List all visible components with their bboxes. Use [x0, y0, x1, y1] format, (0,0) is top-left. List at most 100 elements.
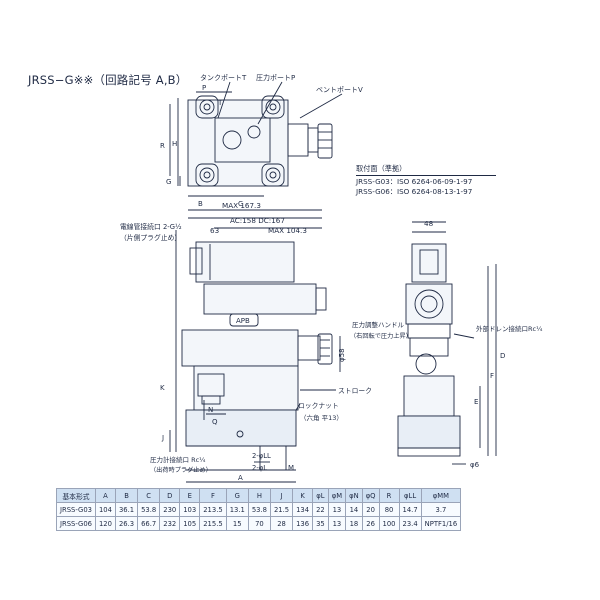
cell: 14 [345, 502, 363, 517]
header-a: A [94, 488, 116, 503]
header-f: F [199, 488, 227, 503]
header-phi-l: φL [312, 488, 329, 503]
cell: 15 [225, 516, 249, 531]
header-h: H [247, 488, 271, 503]
cell: 28 [269, 516, 294, 531]
cell: 26.3 [114, 516, 139, 531]
cell: 230 [159, 502, 181, 517]
cell: 105 [179, 516, 201, 531]
ac-dc-dim: AC:158 DC:167 [230, 216, 285, 225]
cell: 80 [378, 502, 400, 517]
mount-surface-note: 取付面（準拠） JRSS-G03：ISO 6264-06-09-1-97 JRS… [356, 164, 496, 197]
cell: 35 [312, 516, 329, 531]
header-k: K [292, 488, 314, 503]
header-phi-ll: φLL [398, 488, 422, 503]
conduit-note: （片側プラグ止め） [120, 233, 181, 242]
dim-q-label: Q [212, 418, 218, 426]
header-g: G [225, 488, 249, 503]
tank-port-label: タンクポートT [200, 73, 247, 82]
dim-a-label: A [238, 474, 243, 482]
dim-63: 63 [210, 226, 219, 235]
apb-label: APB [236, 317, 250, 325]
mount-surface-line-g03: JRSS-G03：ISO 6264-06-09-1-97 [356, 177, 473, 186]
page-title: JRSS−G※※（回路記号 A,B） [28, 73, 188, 87]
two-phi-ll-label: 2-φLL [252, 452, 271, 460]
dim-p-label: P [202, 84, 206, 92]
cell: 104 [94, 502, 116, 517]
cell: 13.1 [225, 502, 249, 517]
vent-port-label: ベントポートV [316, 86, 363, 94]
header-j: J [269, 488, 294, 503]
dim-k-label: K [160, 384, 165, 392]
table-row: JRSS-G06 120 26.3 66.7 232 105 215.5 15 … [56, 516, 462, 531]
cell: 36.1 [114, 502, 139, 517]
cell: 13 [327, 502, 347, 517]
dim-m-label: M [288, 464, 294, 472]
cell: 103 [179, 502, 201, 517]
pressure-handle-label: 圧力調整ハンドル [352, 320, 405, 329]
mount-surface-line-g06: JRSS-G06：ISO 6264-08-13-1-97 [356, 187, 473, 196]
cell: 70 [247, 516, 271, 531]
side-view [397, 221, 497, 465]
cell: 3.7 [420, 502, 462, 517]
header-phi-q: φQ [361, 488, 380, 503]
cell: 232 [159, 516, 181, 531]
cell: 120 [94, 516, 116, 531]
cell: 23.4 [398, 516, 422, 531]
cell: 100 [378, 516, 400, 531]
two-phi-l-label: 2-φL [252, 464, 267, 472]
dim-r-label: R [160, 142, 165, 150]
front-view [169, 209, 341, 483]
gauge-port-label: 圧力計接続口 Rc¼ [150, 455, 206, 464]
cell: 134 [292, 502, 314, 517]
cell: 26 [361, 516, 380, 531]
spec-table-header-row: 基本形式 A B C D E F G H J K φL φM φN φQ R φ… [56, 488, 462, 503]
cell: JRSS-G06 [56, 516, 96, 531]
header-phi-n: φN [345, 488, 363, 503]
dim-j-label: J [161, 434, 164, 442]
cell: JRSS-G03 [56, 502, 96, 517]
cell: NPTF1/16 [420, 516, 462, 531]
cell: 21.5 [269, 502, 294, 517]
cell: 53.8 [137, 502, 161, 517]
cell: 14.7 [398, 502, 422, 517]
dim-g-label: G [166, 178, 171, 186]
header-c: C [137, 488, 161, 503]
pressure-handle-note: （右回転で圧力上昇） [350, 332, 412, 340]
dim-n-label: N [208, 406, 213, 414]
drain-port-label: 外部ドレン接続口Rc¼ [476, 324, 543, 333]
width-48-dim: 48 [424, 219, 434, 228]
header-phi-mm: φMM [420, 488, 462, 503]
cell: 20 [361, 502, 380, 517]
stroke-label: ストローク [338, 387, 372, 395]
dim-t-label: T [217, 99, 223, 107]
cell: 213.5 [199, 502, 227, 517]
phi6-label: φ6 [470, 461, 480, 469]
spec-table: 基本形式 A B C D E F G H J K φL φM φN φQ R φ… [56, 488, 462, 531]
dim-c-label: C [238, 200, 243, 208]
cell: 13 [327, 516, 347, 531]
max-total-dim: MAX 167.3 [222, 201, 261, 210]
dim-e-label: E [474, 398, 478, 406]
phi58-label: φ58 [338, 348, 346, 362]
max-104-dim: MAX 104.3 [268, 226, 307, 235]
dim-f-label: F [490, 372, 494, 380]
cell: 215.5 [199, 516, 227, 531]
cell: 53.8 [247, 502, 271, 517]
cell: 22 [312, 502, 329, 517]
lock-nut-label: ロックナット [298, 402, 339, 410]
header-b: B [114, 488, 139, 503]
conduit-label: 電線管接続口 2-G½ [120, 222, 182, 231]
header-r: R [378, 488, 400, 503]
dim-d-label: D [500, 352, 505, 360]
header-e: E [179, 488, 201, 503]
cell: 66.7 [137, 516, 161, 531]
cell: 136 [292, 516, 314, 531]
lock-nut-note: （六角 平13） [300, 413, 343, 422]
cell: 18 [345, 516, 363, 531]
table-row: JRSS-G03 104 36.1 53.8 230 103 213.5 13.… [56, 502, 462, 517]
pressure-port-label: 圧力ポートP [256, 73, 295, 82]
dim-b-label: B [198, 200, 203, 208]
header-d: D [159, 488, 181, 503]
